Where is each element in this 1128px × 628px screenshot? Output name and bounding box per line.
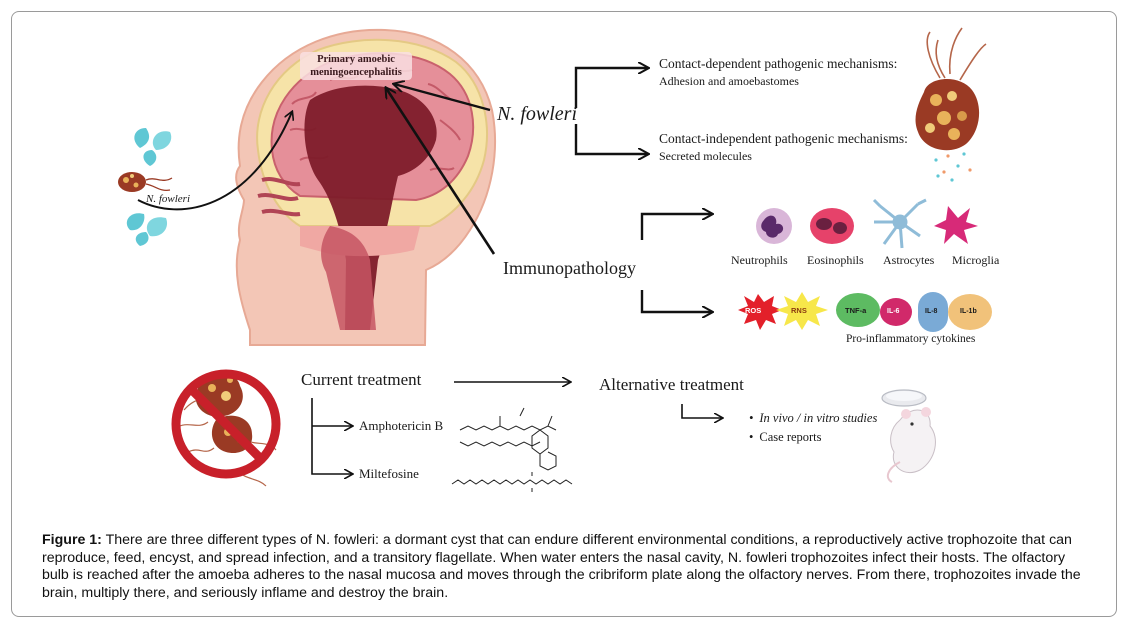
cell-label-microglia: Microglia [952, 253, 1000, 267]
brain-label-line2: meningoencephalitis [310, 67, 402, 78]
nasal-entry-curve [137, 112, 292, 211]
drug-miltefosine: Miltefosine [359, 466, 419, 481]
cytokine-label-il1b: IL-1b [960, 308, 977, 315]
rns-label: RNS [791, 306, 807, 315]
treatment-arrows [311, 382, 722, 474]
cell-label-astrocytes: Astrocytes [883, 253, 935, 267]
amphotericin-structure [459, 407, 557, 471]
cytokine-shapes [836, 292, 992, 332]
alternative-treatment-label: Alternative treatment [599, 375, 744, 394]
throat [321, 226, 376, 330]
pathogen-name: N. fowleri [497, 103, 578, 125]
microglia-cell [934, 206, 978, 244]
contact-independent-title: Contact-independent pathogenic mechanism… [659, 131, 908, 146]
amoeba-small [118, 172, 173, 192]
rns-burst [776, 292, 828, 330]
immunopathology-label: Immunopathology [503, 258, 636, 278]
head-illustration [235, 28, 497, 346]
caption-label: Figure 1: [42, 532, 102, 548]
cell-label-neutrophils: Neutrophils [731, 253, 788, 267]
contact-dependent-title: Contact-dependent pathogenic mechanisms: [659, 56, 898, 71]
nasal-pathogen-label: N. fowleri [146, 193, 191, 205]
cytokine-label-il8: IL-8 [925, 308, 938, 315]
contact-dependent-detail: Adhesion and amoebastomes [659, 74, 799, 88]
trophozoite-illustration [915, 27, 987, 182]
mouse-and-petri-dish [881, 389, 936, 483]
cytokines-caption: Pro-inflammatory cytokines [846, 333, 976, 345]
current-treatment-label: Current treatment [301, 370, 422, 389]
alternative-item-studies: In vivo / in vitro studies [749, 411, 877, 426]
neutrophil-cell [756, 208, 792, 244]
caption-text: There are three different types of N. fo… [42, 532, 1081, 601]
ros-burst [738, 294, 782, 330]
label-box [300, 52, 412, 80]
brain-label-line1: Primary amoebic [317, 54, 395, 65]
ros-label: ROS [745, 306, 762, 315]
miltefosine-structure [451, 472, 573, 492]
eosinophil-cell [810, 208, 854, 244]
pathogen-arrows [386, 68, 712, 312]
alternative-item-case-reports: Case reports [749, 430, 821, 445]
contact-independent-detail: Secreted molecules [659, 149, 752, 163]
cytokine-label-tnf: TNF-a [845, 306, 867, 315]
astrocyte-cell [872, 198, 927, 249]
cell-label-eosinophils: Eosinophils [807, 253, 864, 267]
no-trophozoite-sign [171, 369, 281, 487]
cytokine-label-il6: IL-6 [887, 308, 900, 315]
nasal-turbinates [257, 177, 301, 217]
drug-amphotericin: Amphotericin B [359, 418, 444, 433]
brain-inner [304, 85, 437, 330]
water-droplets [126, 128, 172, 246]
figure-caption: Figure 1: There are three different type… [42, 532, 1092, 602]
